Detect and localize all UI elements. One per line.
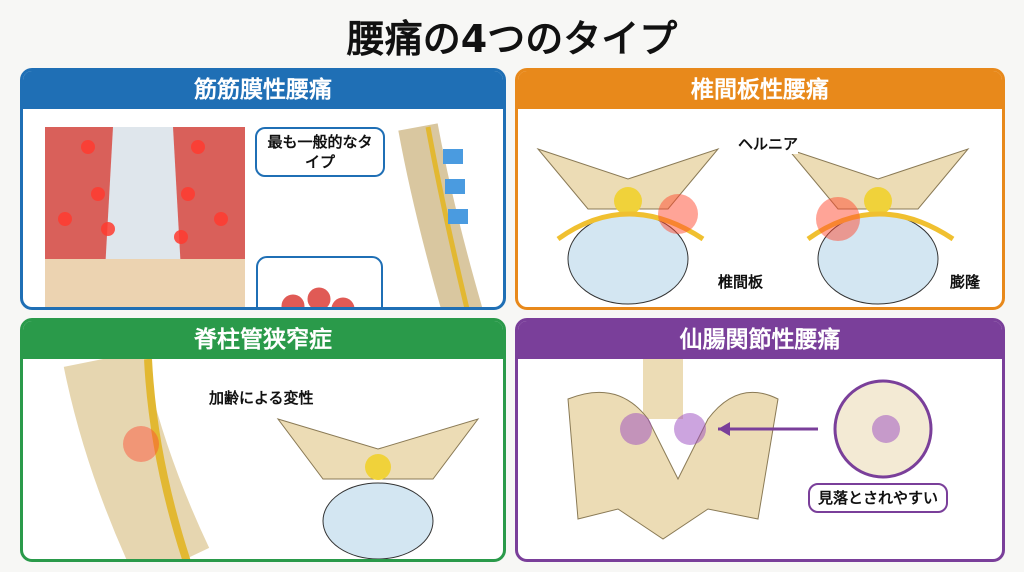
- page-title: 腰痛の4つのタイプ: [346, 17, 678, 61]
- disc-illustration: [536, 147, 970, 305]
- stenosis-illustration: [63, 359, 480, 559]
- panel-sacroiliac: 仙腸関節性腰痛 見落とされやすい: [515, 318, 1005, 562]
- callout-overlooked: 見落とされやすい: [808, 483, 949, 513]
- label-hernia: ヘルニア: [738, 133, 799, 154]
- label-bulge: 膨隆: [950, 271, 981, 292]
- panel-myofascial: 筋筋膜性腰痛 最も一般的なタイプ: [20, 68, 506, 310]
- label-degeneration: 加齢による変性: [209, 387, 314, 408]
- panel-title: 仙腸関節性腰痛: [518, 321, 1002, 359]
- panel-title: 筋筋膜性腰痛: [23, 71, 503, 109]
- pelvis-illustration: [567, 359, 933, 540]
- label-disc: 椎間板: [718, 271, 764, 292]
- callout-most-common: 最も一般的なタイプ: [255, 127, 385, 177]
- panel-stenosis: 脊柱管狭窄症 加齢による変性: [20, 318, 506, 562]
- panel-title: 脊柱管狭窄症: [23, 321, 503, 359]
- panel-discogenic: 椎間板性腰痛 ヘルニア 椎間板 膨隆: [515, 68, 1005, 310]
- panel-title: 椎間板性腰痛: [518, 71, 1002, 109]
- muscle-illustration: [45, 123, 483, 307]
